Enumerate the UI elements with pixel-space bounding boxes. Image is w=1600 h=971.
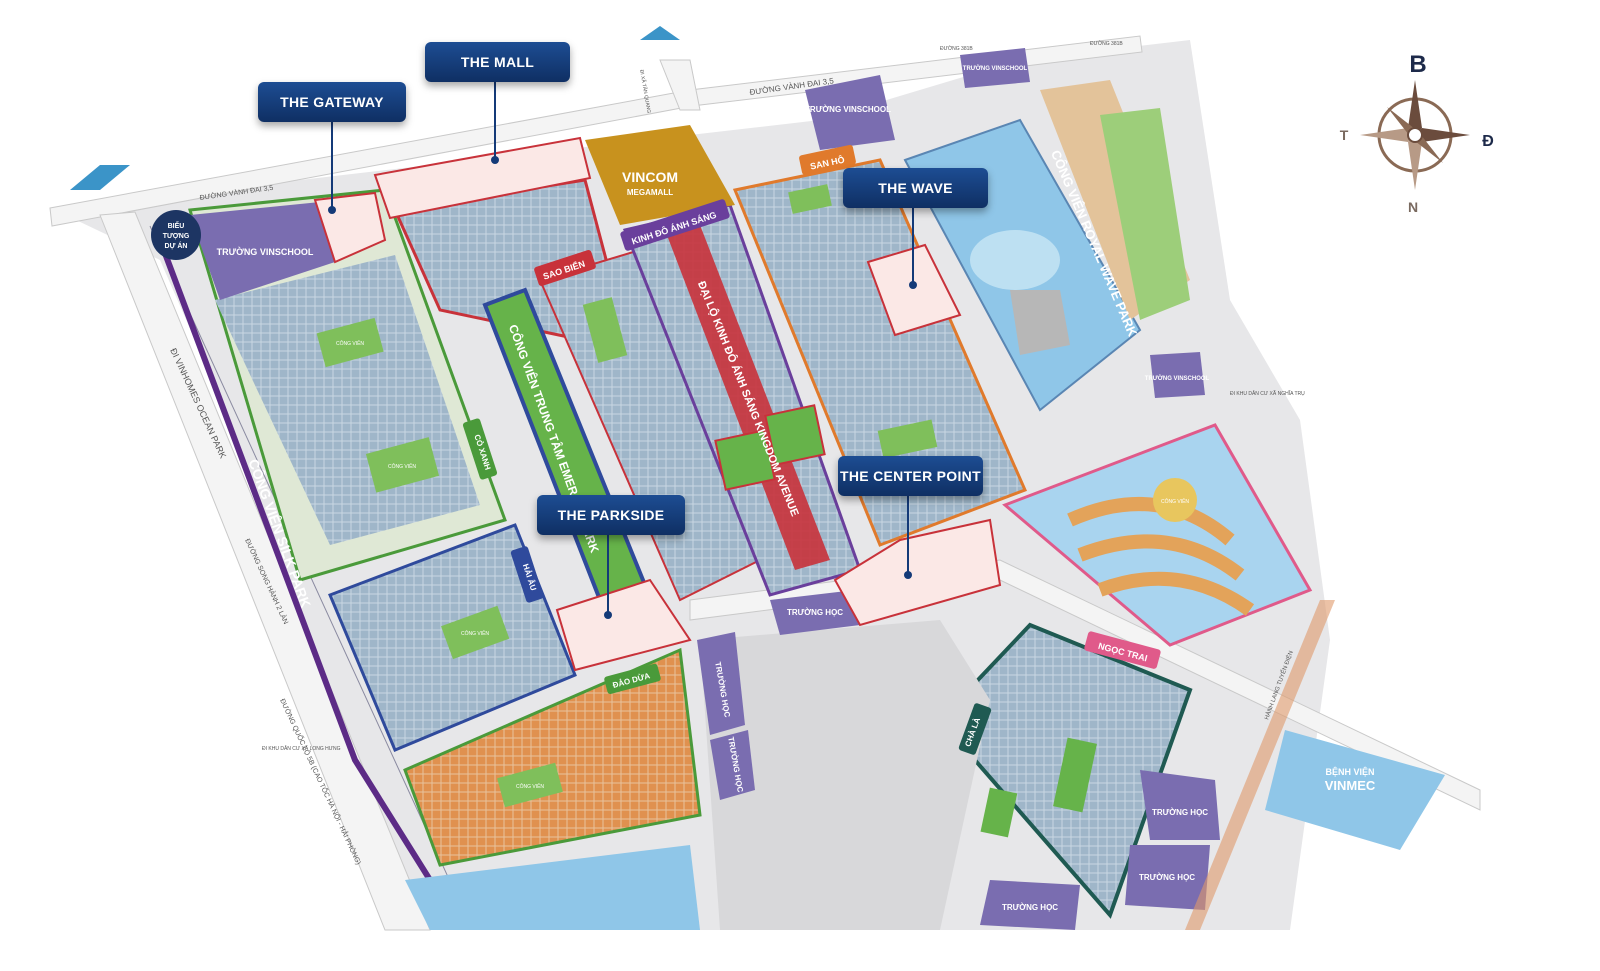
compass-south: N (1408, 199, 1418, 215)
vinmec-label-1: BỆNH VIỆN (1325, 766, 1374, 777)
cong-vien-label: CÔNG VIÊN (516, 782, 544, 790)
plot-the-parkside (555, 578, 692, 672)
vinschool-right (1150, 352, 1205, 398)
vinmec-label-2: VINMEC (1325, 778, 1376, 793)
truong-hoc-label-5: TRƯỜNG HỌC (1139, 873, 1195, 882)
plot-the-mall (373, 136, 592, 220)
compass-west: T (1340, 127, 1349, 143)
school-truong-hoc-2 (710, 730, 755, 800)
bieu-tuong-label-1: BIỂU (168, 221, 185, 230)
plot-the-center-point (833, 518, 1002, 627)
power-corridor (1185, 600, 1335, 930)
road-to-nghia-tru: ĐI KHU DÂN CƯ XÃ NGHĨA TRỤ (1230, 390, 1305, 397)
school-truong-hoc-5 (1125, 845, 1210, 910)
plot-the-wave (866, 243, 962, 337)
school-truong-hoc-3 (770, 590, 860, 635)
vincom-label: VINCOM (622, 169, 678, 185)
compass-north: B (1409, 51, 1426, 78)
bieu-tuong-label-2: TƯỢNG (163, 233, 190, 240)
callout-the-center-point[interactable]: THE CENTER POINT (838, 456, 983, 496)
truong-hoc-label-4: TRƯỜNG HỌC (1152, 808, 1208, 817)
zone-san-ho (732, 158, 1028, 547)
truong-hoc-label-3: TRƯỜNG HỌC (787, 608, 843, 617)
existing-area (700, 620, 990, 930)
callout-the-parkside[interactable]: THE PARKSIDE (537, 495, 685, 535)
vinschool-top-label: TRƯỜNG VINSCHOOL (805, 105, 891, 114)
compass-east: Đ (1482, 133, 1494, 150)
road-north (659, 59, 701, 111)
vinschool-left-label: TRƯỜNG VINSCHOOL (217, 246, 314, 257)
school-truong-hoc-1 (697, 632, 745, 735)
cong-vien-label: CÔNG VIÊN (1161, 497, 1189, 505)
callout-the-wave[interactable]: THE WAVE (843, 168, 988, 208)
vinschool-topright (960, 48, 1030, 88)
kingdom-avenue (665, 225, 830, 570)
cong-vien-label: CÔNG VIÊN (461, 629, 489, 637)
vincom-megamall (585, 125, 735, 225)
callout-the-mall[interactable]: THE MALL (425, 42, 570, 82)
school-truong-hoc-4 (1140, 770, 1220, 840)
cong-vien-label: CÔNG VIÊN (336, 339, 364, 347)
vinschool-right-label: TRƯỜNG VINSCHOOL (1145, 374, 1210, 382)
callout-the-gateway[interactable]: THE GATEWAY (258, 82, 406, 122)
school-truong-hoc-6 (980, 880, 1080, 930)
bieu-tuong-label-3: DỰ ÁN (165, 241, 188, 250)
direction-arrow-icon (70, 165, 130, 190)
zone-dao-dua (403, 647, 702, 867)
road-381b-a: ĐƯỜNG 381B (940, 45, 973, 52)
cong-vien-label: CÔNG VIÊN (388, 462, 416, 470)
road-381b-b: ĐƯỜNG 381B (1090, 40, 1123, 47)
truong-hoc-label-6: TRƯỜNG HỌC (1002, 903, 1058, 912)
megamall-label: MEGAMALL (627, 188, 673, 197)
vinschool-topright-label: TRƯỜNG VINSCHOOL (963, 64, 1028, 72)
road-diagonal-east (689, 559, 1481, 811)
direction-arrow-icon (640, 26, 680, 40)
project-symbol-badge (151, 210, 201, 260)
vinschool-left (190, 202, 335, 300)
vinmec-hospital (1265, 730, 1445, 850)
vinschool-top (805, 75, 895, 150)
canal-bottom (405, 845, 700, 930)
compass-rose-icon (1360, 80, 1470, 190)
royal-wave-green (1100, 108, 1190, 320)
road-to-long-hung: ĐI KHU DÂN CƯ XÃ LONG HƯNG (262, 745, 341, 752)
